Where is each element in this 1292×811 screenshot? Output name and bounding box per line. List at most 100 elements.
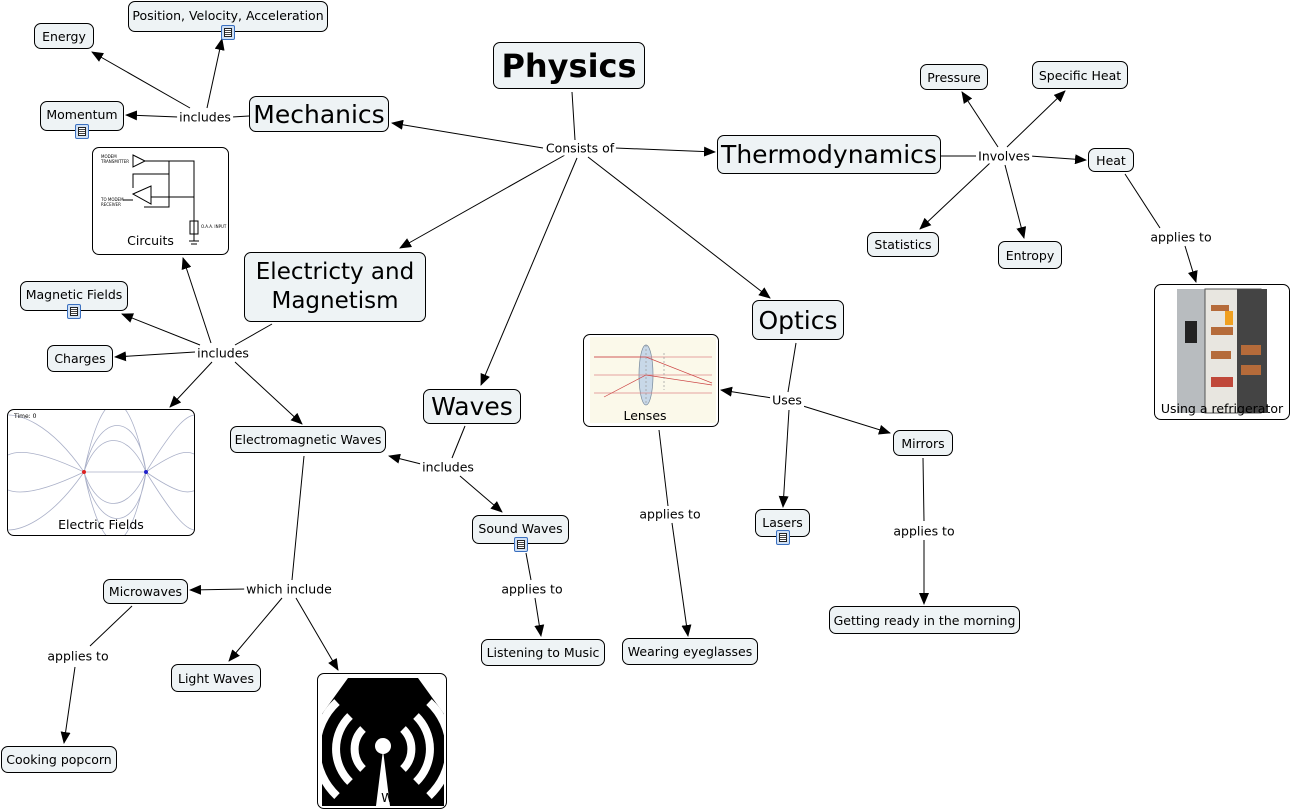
link-label-applies-to: applies to	[637, 506, 703, 522]
connector-line	[720, 386, 773, 399]
node-sound-waves[interactable]: Sound Waves	[472, 515, 569, 552]
connector-line	[778, 409, 790, 508]
lens-diagram-image	[590, 337, 716, 423]
node-label: Momentum	[46, 107, 118, 122]
node-radio-waves[interactable]: Radio Waves	[317, 673, 447, 809]
node-microwaves[interactable]: Microwaves	[103, 579, 188, 604]
refrigerator-image	[1177, 288, 1267, 414]
svg-text:O.A.A. INPUT: O.A.A. INPUT	[201, 224, 227, 229]
electric-field-image: Time: 0	[8, 410, 194, 535]
connector-line	[587, 156, 771, 299]
document-icon[interactable]	[221, 25, 235, 40]
svg-text:Time: 0: Time: 0	[13, 413, 37, 420]
node-entropy[interactable]: Entropy	[998, 241, 1062, 269]
connector-line	[206, 38, 225, 109]
node-position[interactable]: Position, Velocity, Acceleration	[128, 1, 328, 40]
connector-line	[919, 162, 991, 230]
document-icon[interactable]	[775, 530, 790, 545]
connector-line	[459, 475, 503, 513]
connector-line	[1029, 154, 1087, 165]
connector-line	[60, 666, 76, 744]
node-physics[interactable]: Physics	[493, 42, 645, 89]
node-thermodynamics[interactable]: Thermodynamics	[717, 135, 941, 174]
node-label: Magnetic Fields	[25, 287, 123, 302]
document-icon[interactable]	[513, 537, 528, 552]
link-label-includes: includes	[177, 109, 233, 125]
connector-line	[451, 425, 466, 459]
connector-line	[391, 119, 544, 149]
connector-line	[125, 110, 179, 121]
link-label-applies-to: applies to	[499, 581, 565, 597]
node-magnetic-fields[interactable]: Magnetic Fields	[20, 281, 128, 319]
connector-line	[291, 455, 305, 581]
node-label: Lasers	[762, 515, 803, 530]
node-electric-fields[interactable]: Time: 0 Electric Fields	[7, 409, 195, 536]
node-listening-to-music[interactable]: Listening to Music	[481, 639, 605, 666]
node-label: Position, Velocity, Acceleration	[132, 8, 324, 23]
node-refrigerator[interactable]: Using a refrigerator	[1154, 284, 1290, 420]
node-pressure[interactable]: Pressure	[920, 64, 988, 90]
node-energy[interactable]: Energy	[34, 23, 94, 49]
node-mirrors[interactable]: Mirrors	[893, 430, 953, 456]
connector-line	[234, 323, 273, 346]
link-label-involves: Involves	[976, 148, 1032, 164]
connector-line	[181, 257, 212, 344]
node-light-waves[interactable]: Light Waves	[171, 664, 261, 692]
node-statistics[interactable]: Statistics	[867, 232, 939, 257]
link-label-applies-to: applies to	[45, 648, 111, 664]
node-heat[interactable]: Heat	[1088, 148, 1134, 172]
connector-line	[189, 584, 247, 595]
connector-line	[802, 405, 891, 435]
node-label: Electric Fields	[58, 517, 144, 532]
connector-line	[787, 342, 797, 393]
node-wearing-eyeglasses[interactable]: Wearing eyeglasses	[622, 638, 758, 665]
svg-text:TRANSMITTER: TRANSMITTER	[100, 159, 129, 164]
node-optics[interactable]: Optics	[752, 300, 844, 340]
connector-line	[231, 115, 250, 118]
node-mechanics[interactable]: Mechanics	[249, 96, 389, 132]
link-label-applies-to: applies to	[1148, 229, 1214, 245]
connector-line	[228, 597, 283, 662]
connector-line	[114, 351, 196, 362]
connector-line	[614, 146, 716, 157]
node-charges[interactable]: Charges	[47, 345, 113, 372]
connector-line	[1004, 164, 1027, 239]
link-label-which-include: which include	[244, 581, 334, 597]
node-getting-ready[interactable]: Getting ready in the morning	[829, 606, 1020, 634]
connector-line	[169, 361, 213, 408]
svg-text:RECEIVER: RECEIVER	[101, 202, 121, 207]
connector-line	[961, 91, 999, 148]
connector-line	[234, 361, 303, 425]
connector-line	[534, 597, 545, 637]
node-cooking-popcorn[interactable]: Cooking popcorn	[1, 746, 117, 773]
document-icon[interactable]	[67, 304, 81, 319]
connector-line	[671, 522, 692, 637]
radio-waves-image	[318, 678, 446, 806]
connector-line	[922, 457, 925, 522]
node-label: Using a refrigerator	[1160, 401, 1284, 416]
node-em-waves[interactable]: Electromagnetic Waves	[230, 426, 386, 453]
node-electricity-magnetism[interactable]: Electricty and Magnetism	[244, 252, 426, 322]
svg-text:TO MODEM: TO MODEM	[100, 197, 124, 202]
node-waves[interactable]: Waves	[423, 389, 521, 424]
connector-line	[571, 91, 576, 141]
connector-line	[480, 157, 578, 386]
connector-line	[89, 605, 133, 647]
svg-text:MODEM: MODEM	[101, 154, 117, 159]
node-lasers[interactable]: Lasers	[755, 509, 810, 545]
node-specific-heat[interactable]: Specific Heat	[1032, 61, 1128, 89]
connector-line	[525, 552, 532, 581]
link-label-uses: Uses	[770, 392, 804, 408]
node-label: Sound Waves	[478, 521, 563, 536]
node-momentum[interactable]: Momentum	[40, 101, 124, 139]
document-icon[interactable]	[75, 124, 89, 139]
connector-line	[1124, 173, 1161, 229]
connector-line	[658, 429, 669, 507]
node-lenses[interactable]: Lenses	[583, 334, 719, 427]
node-label: Circuits	[127, 233, 174, 248]
node-label: Radio Waves	[342, 790, 422, 805]
link-label-applies-to: applies to	[891, 523, 957, 539]
